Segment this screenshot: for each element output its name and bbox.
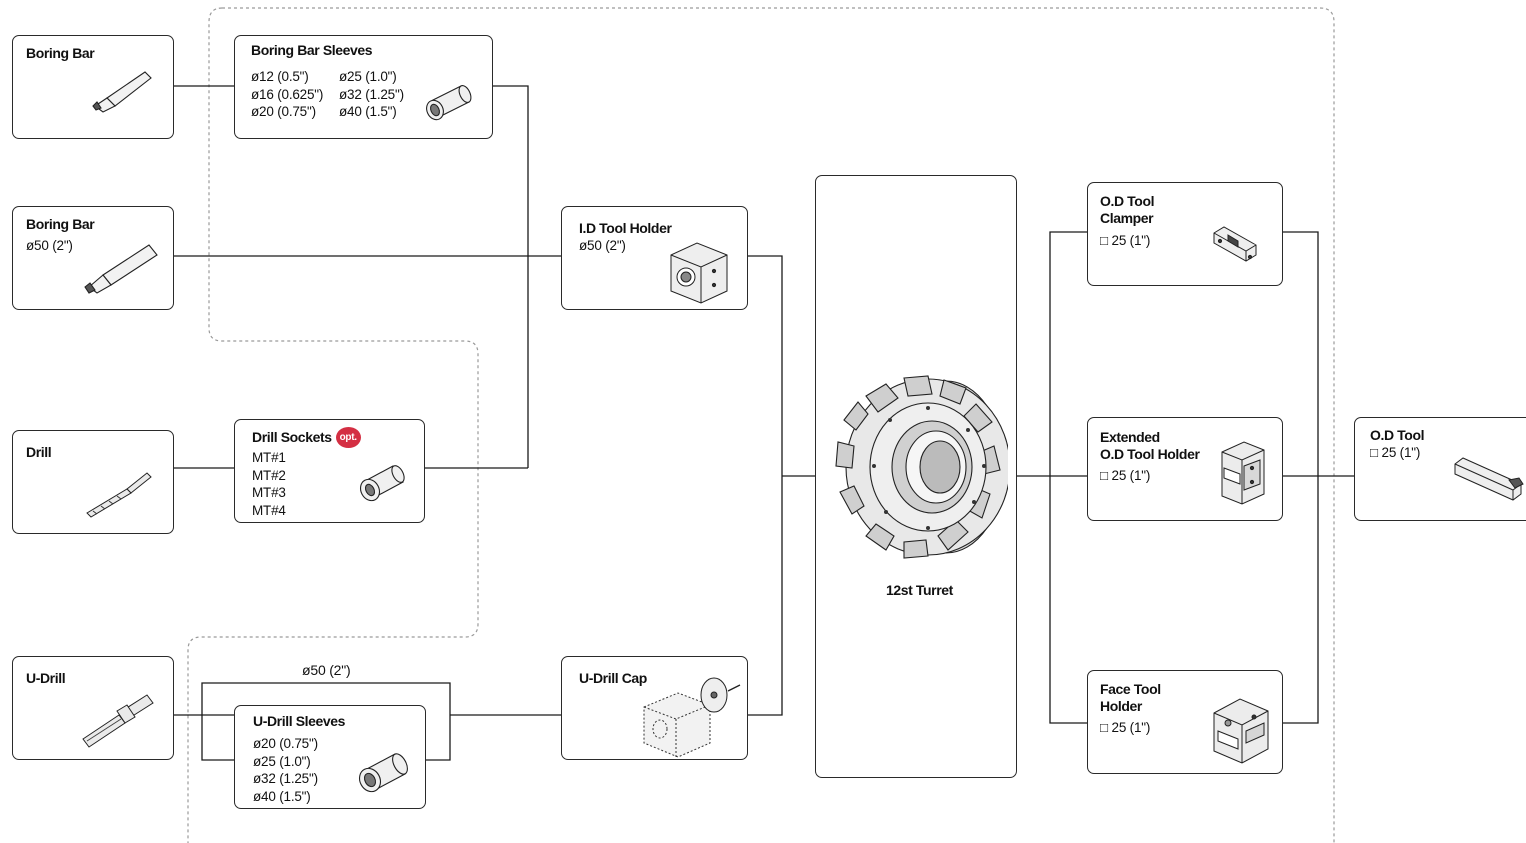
spec-line: MT#1 [252,450,286,465]
od-tool-node[interactable]: O.D Tool □ 25 (1") [1354,417,1526,521]
wire-od-bus-right [1283,231,1354,724]
id-tool-holder-node[interactable]: I.D Tool Holder ø50 (2") [561,206,748,310]
turret-title: 12st Turret [886,582,953,598]
spec-line: ø40 (1.5") [339,104,397,119]
boring-bar-icon [92,71,152,113]
wire-id-holder-to-turret [748,255,783,716]
id-tool-holder-spec: ø50 (2") [579,238,626,253]
extended-od-spec: □ 25 (1") [1100,468,1151,483]
face-tool-holder-spec: □ 25 (1") [1100,720,1151,735]
spec-line: ø20 (0.75") [253,736,318,751]
wire-od-bus [1049,231,1087,724]
od-tool-clamper-node[interactable]: O.D Tool Clamper □ 25 (1") [1087,182,1283,286]
face-tool-holder-node[interactable]: Face Tool Holder □ 25 (1") [1087,670,1283,774]
u-drill-title: U-Drill [26,670,66,686]
wire-u-drill-bypass [201,682,451,761]
boring-bar-sleeves-node[interactable]: Boring Bar Sleeves ø12 (0.5") ø16 (0.625… [234,35,493,139]
id-tool-holder-icon [670,242,728,304]
spec-line: ø40 (1.5") [253,788,311,804]
optional-badge: opt. [335,427,361,448]
extended-od-title-2: O.D Tool Holder [1100,446,1200,462]
face-tool-holder-title-1: Face Tool [1100,681,1161,697]
turret-node[interactable]: 12st Turret [815,175,1017,778]
u-drill-sleeve-icon [358,753,408,793]
drill-sockets-specs: MT#1 MT#2 MT#3 MT#4 [252,449,286,519]
spec-line: MT#2 [252,467,286,483]
u-drill-sleeves-node[interactable]: U-Drill Sleeves ø20 (0.75") ø25 (1.0") ø… [234,705,426,809]
od-tool-title: O.D Tool [1370,427,1425,443]
u-drill-node[interactable]: U-Drill [12,656,174,760]
spec-line: ø25 (1.0") [253,753,311,769]
od-tool-clamper-title-1: O.D Tool [1100,193,1155,209]
boring-bar-sleeves-col1: ø12 (0.5") ø16 (0.625") ø20 (0.75") [251,68,323,121]
boring-bar-50-title: Boring Bar [26,216,95,232]
u-drill-cap-icon [643,677,741,758]
u-drill-sleeves-title: U-Drill Sleeves [253,713,346,729]
od-tool-clamper-spec: □ 25 (1") [1100,233,1151,248]
drill-icon [86,472,152,518]
spec-line: MT#3 [252,485,286,500]
boring-bar-title: Boring Bar [26,45,95,61]
drill-node[interactable]: Drill [12,430,174,534]
boring-bar-node[interactable]: Boring Bar [12,35,174,139]
spec-line: ø20 (0.75") [251,104,316,119]
od-tool-icon [1454,457,1524,501]
drill-sockets-title-text: Drill Sockets [252,429,332,445]
turret-icon [835,375,1008,559]
id-tool-holder-title: I.D Tool Holder [579,220,672,236]
u-drill-cap-node[interactable]: U-Drill Cap [561,656,748,760]
wire-sleeves-to-bus [493,85,529,468]
drill-title: Drill [26,444,52,460]
spec-line: MT#4 [252,502,286,518]
face-holder-icon [1213,698,1269,764]
extended-holder-icon [1221,441,1265,505]
face-tool-holder-title-2: Holder [1100,698,1142,714]
extended-od-tool-holder-node[interactable]: Extended O.D Tool Holder □ 25 (1") [1087,417,1283,521]
boring-bar-sleeves-title: Boring Bar Sleeves [251,42,373,58]
spec-line: ø16 (0.625") [251,86,324,102]
boring-bar-50-node[interactable]: Boring Bar ø50 (2") [12,206,174,310]
od-tool-clamper-title-2: Clamper [1100,210,1154,226]
boring-bar-50-icon [84,244,158,294]
sleeve-icon [426,85,472,121]
drill-socket-icon [359,465,405,502]
clamper-icon [1213,226,1257,262]
extended-od-title-1: Extended [1100,429,1160,445]
u-drill-icon [82,694,154,748]
dashed-group-outline [187,7,1335,843]
spec-line: ø32 (1.25") [253,771,318,786]
u-drill-bypass-label: ø50 (2") [302,662,351,678]
spec-line: ø12 (0.5") [251,69,309,84]
od-tool-spec: □ 25 (1") [1370,445,1421,460]
spec-line: ø25 (1.0") [339,69,397,84]
u-drill-cap-title: U-Drill Cap [579,670,647,686]
u-drill-sleeves-specs: ø20 (0.75") ø25 (1.0") ø32 (1.25") ø40 (… [253,735,318,805]
boring-bar-sleeves-col2: ø25 (1.0") ø32 (1.25") ø40 (1.5") [339,68,404,121]
spec-line: ø32 (1.25") [339,86,404,102]
boring-bar-50-spec: ø50 (2") [26,238,73,253]
